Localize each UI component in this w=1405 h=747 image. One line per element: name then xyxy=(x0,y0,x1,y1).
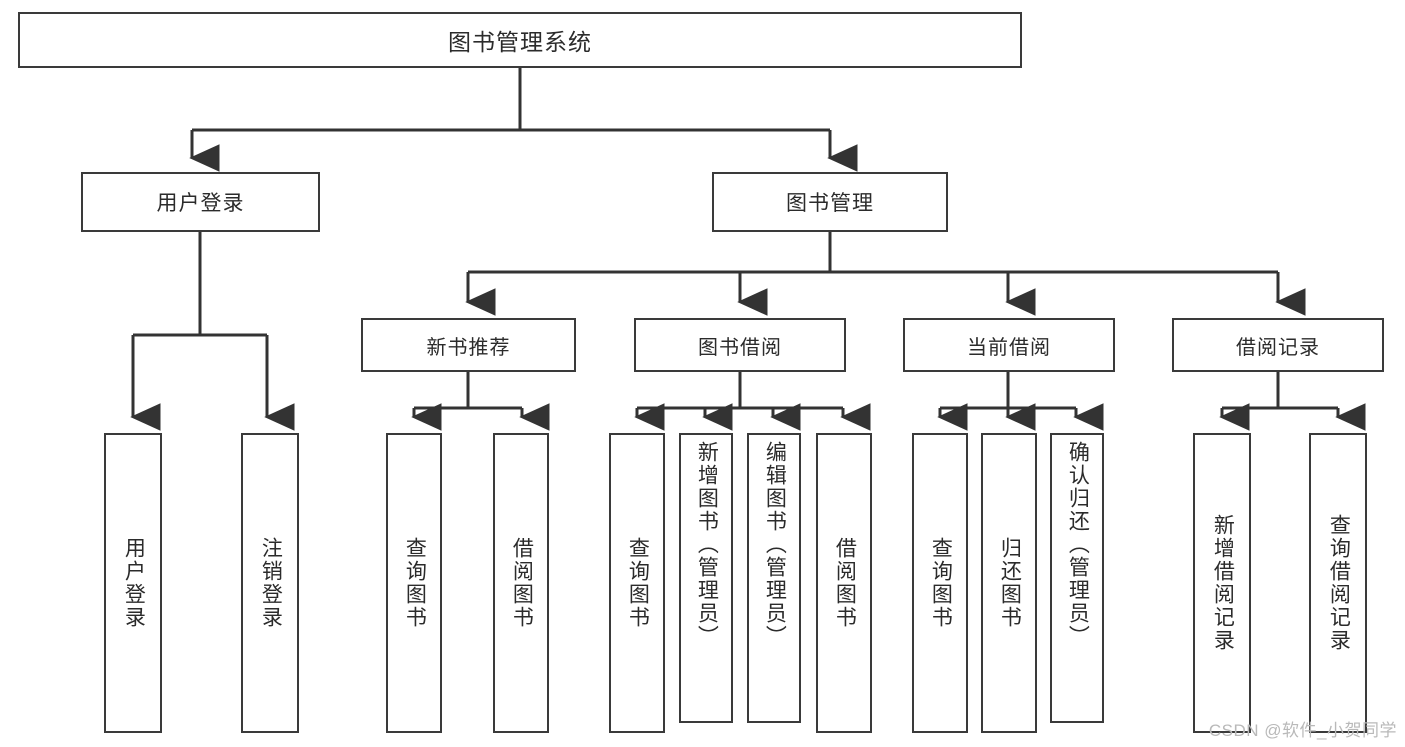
node-label: 新增图书（管理员） xyxy=(695,441,719,648)
node-label: 归还图书 xyxy=(998,537,1022,629)
node-label: 查询图书 xyxy=(929,537,953,629)
node-label: 图书管理系统 xyxy=(448,29,592,55)
node-label: 用户登录 xyxy=(156,192,245,215)
node-label: 查询图书 xyxy=(403,537,427,629)
node-leaf-borrow-book-2[interactable]: 借阅图书 xyxy=(816,433,872,733)
node-leaf-logout-login[interactable]: 注销登录 xyxy=(241,433,299,733)
node-borrow-record[interactable]: 借阅记录 xyxy=(1172,318,1384,372)
watermark-text: CSDN @软件_小贺同学 xyxy=(1208,721,1397,740)
node-leaf-add-record[interactable]: 新增借阅记录 xyxy=(1193,433,1251,733)
node-leaf-query-record[interactable]: 查询借阅记录 xyxy=(1309,433,1367,733)
node-label: 借阅图书 xyxy=(833,537,857,629)
node-label: 借阅图书 xyxy=(510,537,534,629)
node-label: 注销登录 xyxy=(259,537,283,629)
node-root-system[interactable]: 图书管理系统 xyxy=(18,12,1022,68)
node-label: 用户登录 xyxy=(122,537,146,629)
node-label: 当前借阅 xyxy=(967,336,1051,359)
node-leaf-edit-book[interactable]: 编辑图书（管理员） xyxy=(747,433,801,723)
node-new-book-recommend[interactable]: 新书推荐 xyxy=(361,318,576,372)
node-label: 借阅记录 xyxy=(1236,336,1320,359)
node-current-borrow[interactable]: 当前借阅 xyxy=(903,318,1115,372)
node-leaf-confirm-return[interactable]: 确认归还（管理员） xyxy=(1050,433,1104,723)
node-leaf-return-book[interactable]: 归还图书 xyxy=(981,433,1037,733)
node-label: 图书管理 xyxy=(786,192,874,215)
node-label: 查询借阅记录 xyxy=(1327,514,1351,652)
node-label: 图书借阅 xyxy=(698,336,782,359)
node-leaf-borrow-book-1[interactable]: 借阅图书 xyxy=(493,433,549,733)
node-label: 确认归还（管理员） xyxy=(1066,441,1090,648)
node-label: 编辑图书（管理员） xyxy=(763,441,787,648)
node-leaf-query-book-2[interactable]: 查询图书 xyxy=(609,433,665,733)
node-label: 新书推荐 xyxy=(426,336,511,359)
node-book-manage[interactable]: 图书管理 xyxy=(712,172,948,232)
node-leaf-user-login[interactable]: 用户登录 xyxy=(104,433,162,733)
node-leaf-query-book-3[interactable]: 查询图书 xyxy=(912,433,968,733)
node-leaf-query-book-1[interactable]: 查询图书 xyxy=(386,433,442,733)
node-label: 查询图书 xyxy=(626,537,650,629)
node-user-login[interactable]: 用户登录 xyxy=(81,172,320,232)
node-label: 新增借阅记录 xyxy=(1211,514,1235,652)
node-leaf-add-book[interactable]: 新增图书（管理员） xyxy=(679,433,733,723)
node-book-borrow[interactable]: 图书借阅 xyxy=(634,318,846,372)
